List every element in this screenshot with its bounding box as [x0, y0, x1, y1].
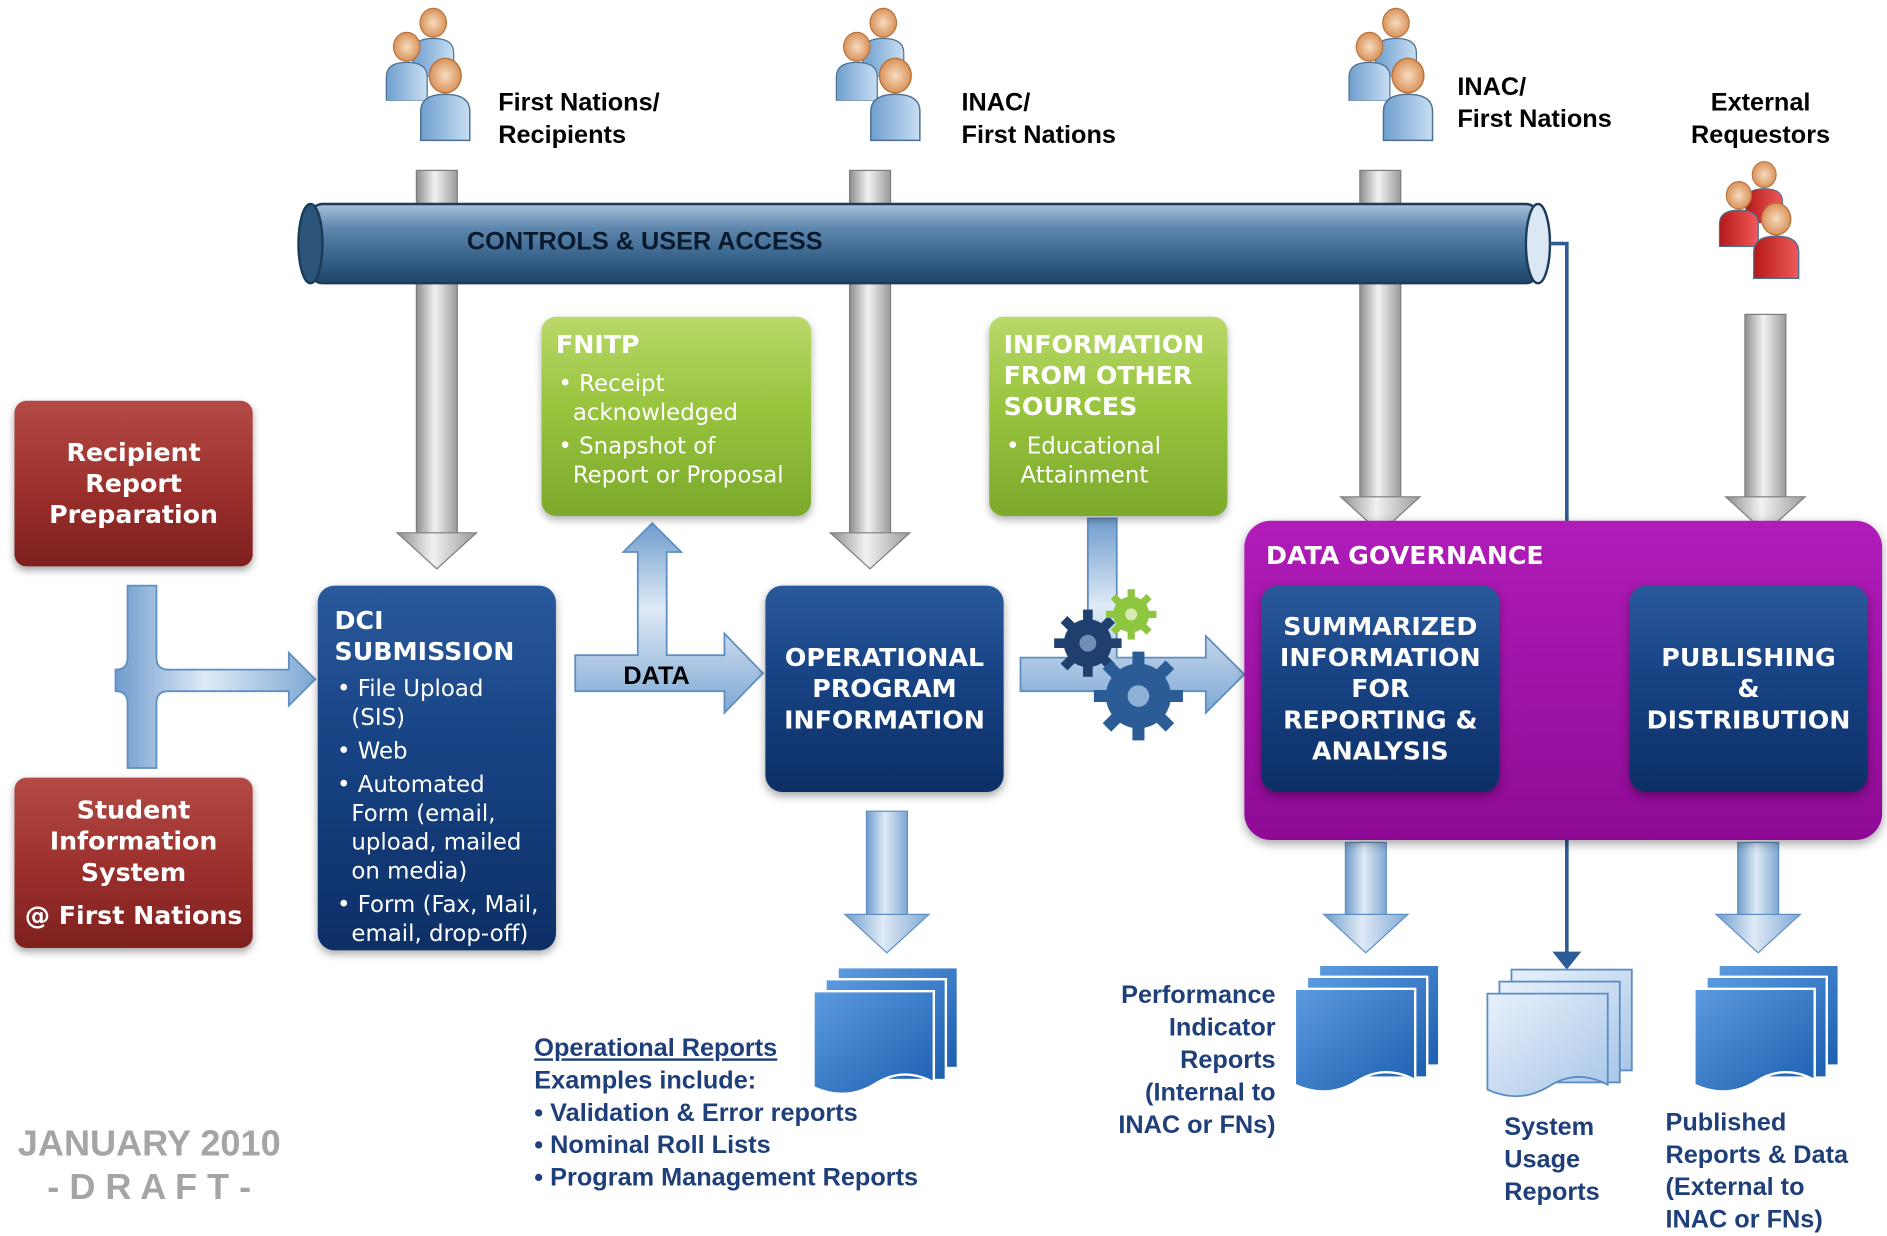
publishing-title: PUBLISHING & DISTRIBUTION — [1646, 643, 1851, 735]
list-item: • Validation & Error reports — [534, 1099, 858, 1127]
label-line: Reports — [1504, 1178, 1600, 1206]
sis-subtitle: @ First Nations — [24, 901, 243, 931]
users-icon-inac-1 — [835, 7, 921, 142]
actor-label-line: Requestors — [1691, 121, 1831, 149]
operational-title: OPERATIONAL PROGRAM INFORMATION — [784, 643, 985, 735]
system-usage-text: System Usage Reports — [1504, 1111, 1600, 1208]
summarized-down-arrow — [1322, 841, 1410, 954]
pipe-label: CONTROLS & USER ACCESS — [466, 228, 823, 256]
system-usage-doc-icon — [1486, 968, 1633, 1098]
actor-label-line: First Nations — [1457, 105, 1612, 134]
actor-label-first-nations: First Nations/ Recipients — [498, 86, 659, 151]
gears-icon — [1054, 589, 1183, 741]
recipient-report-label: Recipient Report Preparation — [49, 438, 219, 530]
draft-date: JANUARY 2010 — [17, 1124, 281, 1164]
draft-status: - D R A F T - — [47, 1167, 252, 1208]
list-item: Form (Fax, Mail, email, drop-off) — [335, 890, 542, 948]
other-sources-box: INFORMATION FROM OTHER SOURCES Education… — [989, 316, 1228, 516]
publishing-box: PUBLISHING & DISTRIBUTION — [1629, 585, 1868, 793]
list-item: File Upload (SIS) — [335, 674, 542, 732]
label-line: (Internal to — [1145, 1078, 1276, 1107]
actor-label-line: Recipients — [498, 121, 627, 149]
operational-program-box: OPERATIONAL PROGRAM INFORMATION — [765, 585, 1004, 793]
list-item-text: Program Management Reports — [550, 1164, 919, 1192]
list-item: Web — [335, 737, 542, 766]
sis-title: Student Information System — [49, 795, 218, 887]
label-line: Published — [1665, 1108, 1787, 1137]
controls-pipe — [297, 202, 1552, 285]
actor-label-line: First Nations/ — [498, 88, 660, 117]
actor-label-line: External — [1710, 88, 1811, 117]
publishing-down-arrow — [1714, 841, 1802, 954]
list-item: Snapshot of Report or Proposal — [556, 432, 797, 490]
users-icon-external — [1718, 161, 1800, 280]
actor-label-inac-2: INAC/ First Nations — [1457, 71, 1611, 136]
fnitp-title: FNITP — [555, 330, 640, 359]
operational-reports-heading: Operational Reports — [534, 1034, 778, 1062]
label-line: (External to — [1665, 1173, 1805, 1202]
source-merge-arrow — [114, 584, 317, 769]
label-line: INAC or FNs) — [1118, 1111, 1276, 1139]
users-icon-first-nations — [385, 7, 471, 142]
fnitp-list: Receipt acknowledged Snapshot of Report … — [556, 370, 797, 490]
list-item: Automated Form (email, upload, mailed on… — [335, 770, 542, 885]
users-icon-inac-2 — [1348, 7, 1434, 142]
operational-reports-text: Operational Reports Examples include: • … — [534, 1032, 918, 1194]
label-line: Performance — [1121, 981, 1276, 1010]
operational-reports-intro: Examples include: — [534, 1066, 757, 1095]
arrow-external-to-publishing — [1724, 313, 1807, 534]
draft-stamp: JANUARY 2010 - D R A F T - — [10, 1123, 289, 1209]
published-reports-doc-icon — [1693, 963, 1840, 1093]
recipient-report-box: Recipient Report Preparation — [14, 400, 253, 567]
operational-down-arrow — [843, 810, 931, 954]
summarized-title: SUMMARIZED INFORMATION FOR REPORTING & A… — [1279, 612, 1481, 766]
actor-label-line: INAC/ — [1457, 73, 1527, 101]
governance-title: DATA GOVERNANCE — [1265, 541, 1544, 570]
published-reports-text: Published Reports & Data (External to IN… — [1666, 1106, 1849, 1236]
other-sources-title: INFORMATION FROM OTHER SOURCES — [1003, 330, 1205, 422]
label-line: INAC or FNs) — [1665, 1206, 1823, 1234]
summarized-info-box: SUMMARIZED INFORMATION FOR REPORTING & A… — [1261, 585, 1500, 793]
list-item: • Nominal Roll Lists — [534, 1131, 771, 1160]
other-sources-list: Educational Attainment — [1004, 432, 1213, 490]
operational-reports-doc-icon — [812, 966, 960, 1096]
data-arrow — [574, 521, 765, 716]
list-item: • Program Management Reports — [534, 1164, 919, 1192]
label-line: Usage — [1504, 1146, 1581, 1174]
label-line: Reports — [1180, 1046, 1276, 1074]
fnitp-box: FNITP Receipt acknowledged Snapshot of R… — [541, 316, 812, 516]
actor-label-line: First Nations — [961, 121, 1116, 149]
data-label: DATA — [623, 662, 690, 690]
performance-reports-doc-icon — [1293, 963, 1441, 1093]
actor-label-external: External Requestors — [1680, 86, 1841, 151]
label-line: Indicator — [1168, 1014, 1276, 1042]
dci-list: File Upload (SIS) Web Automated Form (em… — [335, 674, 542, 948]
list-item-text: Nominal Roll Lists — [550, 1131, 771, 1160]
list-item: Receipt acknowledged — [556, 370, 797, 428]
list-item-text: Validation & Error reports — [550, 1099, 858, 1127]
dci-submission-box: DCI SUBMISSION File Upload (SIS) Web Aut… — [317, 585, 556, 951]
performance-reports-text: Performance Indicator Reports (Internal … — [1088, 979, 1276, 1141]
list-item: Educational Attainment — [1004, 432, 1213, 490]
dci-title: DCI SUBMISSION — [334, 606, 515, 666]
actor-label-line: INAC/ — [961, 88, 1031, 117]
label-line: Reports & Data — [1665, 1141, 1849, 1169]
actor-label-inac-1: INAC/ First Nations — [962, 86, 1116, 151]
sis-box: Student Information System @ First Natio… — [14, 777, 253, 949]
label-line: System — [1504, 1113, 1595, 1142]
